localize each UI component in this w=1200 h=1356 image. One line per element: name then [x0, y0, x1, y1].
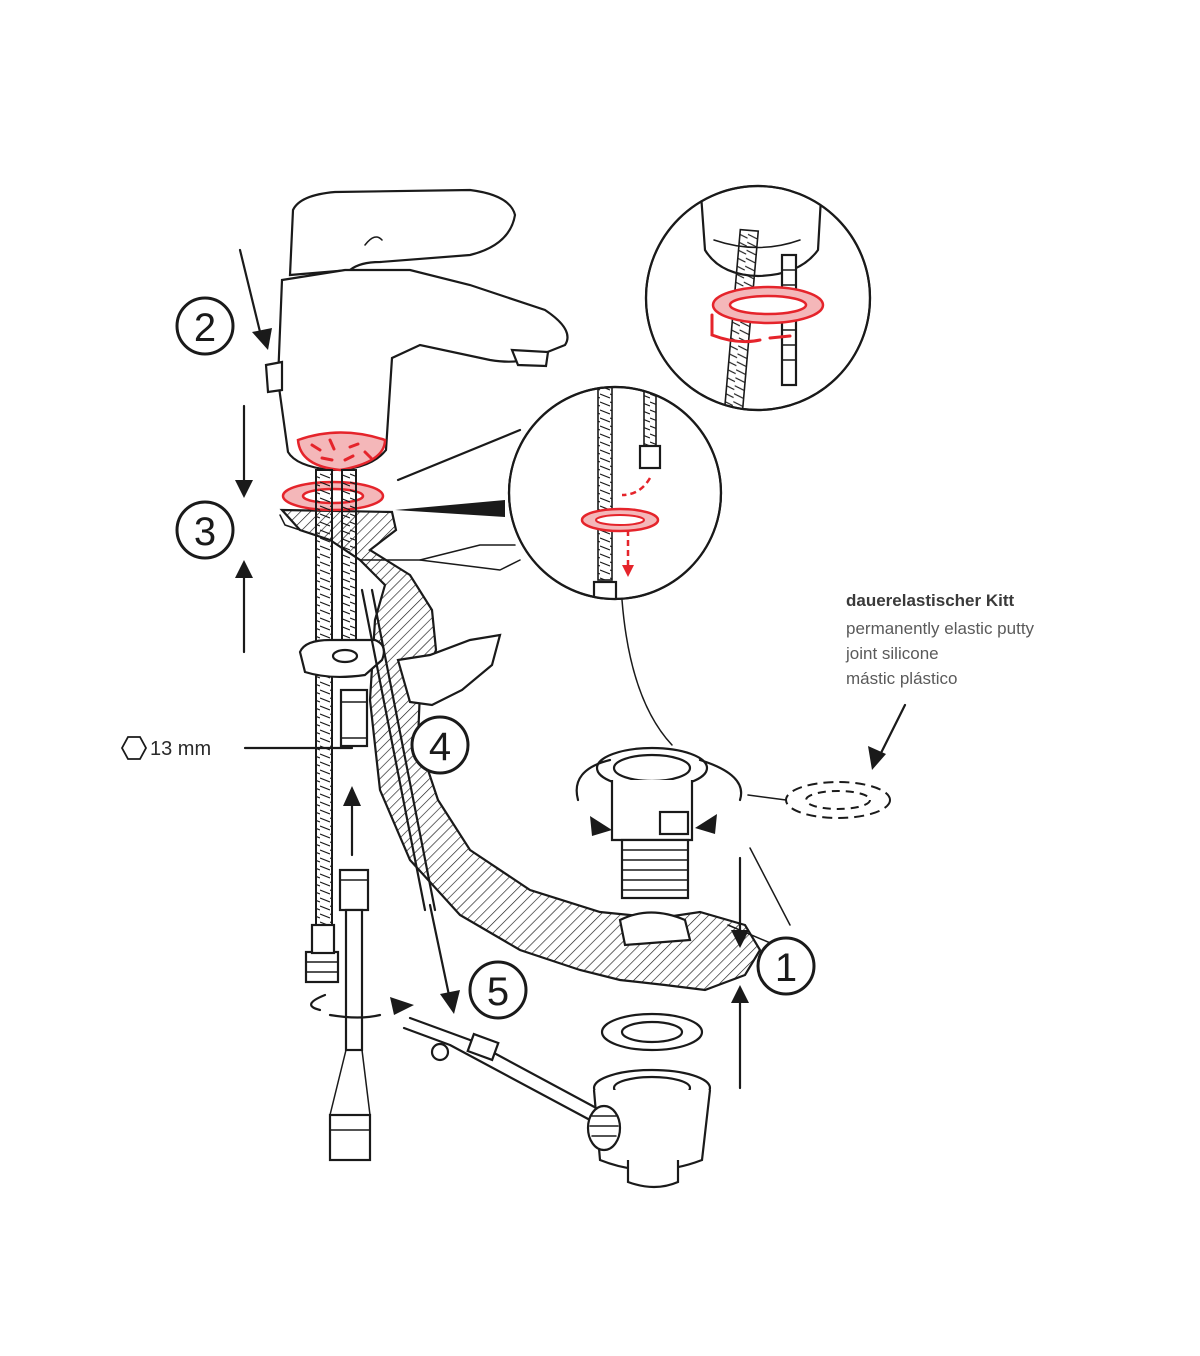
- svg-text:5: 5: [487, 970, 509, 1014]
- svg-text:1: 1: [775, 946, 797, 990]
- pop-up-rod: [360, 588, 602, 1122]
- svg-text:4: 4: [429, 725, 451, 769]
- putty-label-es: mástic plástico: [846, 669, 957, 688]
- svg-text:3: 3: [194, 510, 216, 554]
- arrow-wrench-up: [343, 786, 361, 857]
- putty-label-block: dauerelastischer Kitt permanently elasti…: [845, 591, 1035, 688]
- step-2-marker: 2: [175, 296, 235, 356]
- putty-ring: [747, 703, 907, 819]
- arrow-step-1: [727, 847, 791, 1090]
- faucet: [264, 188, 569, 472]
- socket-wrench: [310, 868, 414, 1162]
- mounting-bracket: [298, 638, 385, 748]
- detail-circle-gasket-top: [644, 184, 872, 412]
- putty-label-fr: joint silicone: [845, 644, 939, 663]
- putty-label-de: dauerelastischer Kitt: [846, 591, 1015, 610]
- arrow-step-2: [238, 248, 272, 350]
- arrow-step-3-up: [235, 560, 253, 654]
- svg-text:2: 2: [194, 306, 216, 350]
- hexagon-icon: [120, 736, 148, 760]
- step-5-marker: 5: [468, 960, 528, 1020]
- step-4-marker: 4: [410, 715, 470, 775]
- step-1-marker: 1: [756, 936, 816, 996]
- putty-label-en: permanently elastic putty: [846, 619, 1035, 638]
- step-3-marker: 3: [175, 500, 235, 560]
- arrow-step-3-down: [235, 404, 253, 498]
- svg-text:13 mm: 13 mm: [150, 738, 211, 760]
- arrow-step-5: [428, 903, 460, 1014]
- wrench-size-label: 13 mm: [120, 736, 211, 760]
- pop-up-drain: [575, 746, 743, 1189]
- supply-hoses: [304, 469, 357, 984]
- detail-circle-gasket-mid: [395, 385, 723, 746]
